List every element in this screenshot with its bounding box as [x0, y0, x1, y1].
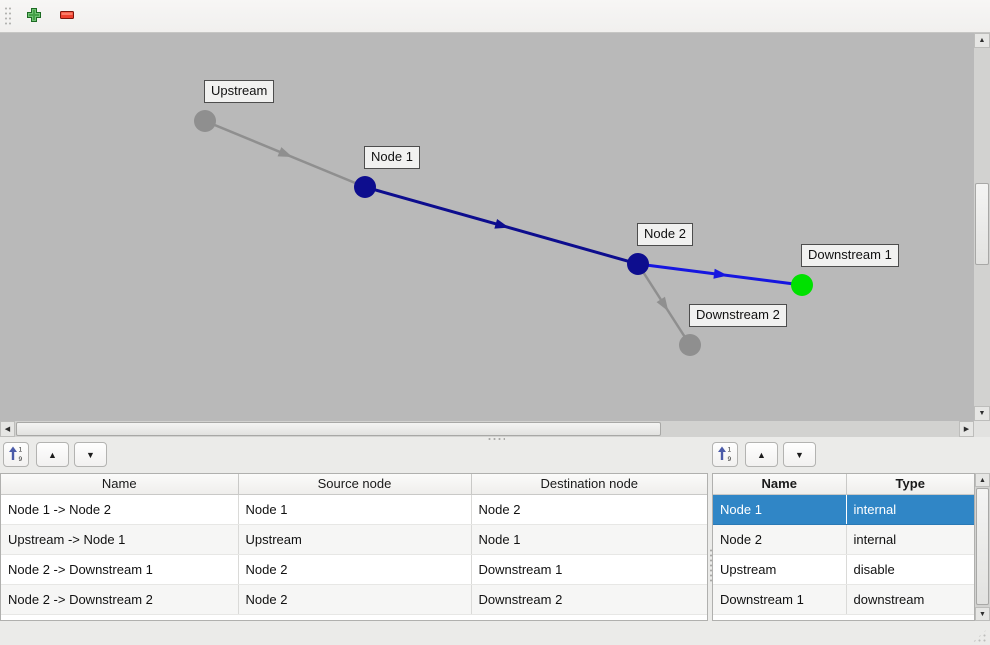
scroll-down-button[interactable]: ▼	[975, 607, 990, 621]
table-cell: internal	[846, 524, 974, 555]
edge-arrowhead	[656, 296, 669, 312]
scroll-right-button[interactable]: ▶	[959, 421, 974, 437]
column-header[interactable]: Destination node	[471, 474, 707, 495]
horizontal-scroll-thumb[interactable]	[16, 422, 661, 436]
table-cell: Downstream 1	[713, 584, 847, 615]
node-label-upstream[interactable]: Upstream	[204, 80, 275, 103]
node-node1[interactable]	[354, 176, 376, 198]
node-label-downstream2[interactable]: Downstream 2	[689, 304, 787, 327]
column-header[interactable]: Name	[1, 474, 239, 495]
node-upstream[interactable]	[194, 110, 216, 132]
table-cell: Node 2 -> Downstream 1	[1, 554, 239, 585]
down-arrow-icon: ▼	[795, 449, 804, 460]
edge-arrowhead	[277, 147, 293, 158]
node-label-node1[interactable]: Node 1	[364, 146, 420, 169]
move-node-up-button[interactable]: ▲	[745, 442, 778, 467]
node-node2[interactable]	[627, 253, 649, 275]
move-node-down-button[interactable]: ▼	[783, 442, 816, 467]
edge-arrowhead	[713, 268, 728, 279]
table-cell: Upstream	[713, 554, 847, 585]
svg-text:9: 9	[728, 456, 732, 462]
svg-text:9: 9	[19, 456, 23, 462]
scroll-down-button[interactable]: ▼	[974, 406, 990, 421]
table-cell: downstream	[846, 584, 974, 615]
table-cell: Upstream -> Node 1	[1, 524, 239, 555]
table-cell: internal	[846, 494, 974, 525]
table-cell: Upstream	[238, 524, 472, 555]
graph-svg	[194, 110, 813, 356]
table-cell: Node 1	[471, 524, 707, 555]
up-arrow-icon: ▲	[48, 449, 57, 460]
table-cell: Downstream 1	[471, 554, 707, 585]
horizontal-splitter-handle[interactable]	[487, 437, 505, 441]
svg-text:1: 1	[728, 446, 732, 453]
move-edge-up-button[interactable]: ▲	[36, 442, 69, 467]
table-cell: Node 2	[238, 584, 472, 615]
svg-text:1: 1	[19, 446, 23, 453]
vertical-scroll-thumb[interactable]	[975, 183, 989, 265]
canvas-horizontal-scrollbar[interactable]: ◀ ▶	[0, 421, 974, 437]
scroll-left-button[interactable]: ◀	[0, 421, 15, 437]
node-label-downstream1[interactable]: Downstream 1	[801, 244, 899, 267]
canvas-vertical-scrollbar[interactable]: ▲ ▼	[974, 33, 990, 421]
node-downstream2[interactable]	[679, 334, 701, 356]
table-cell: Node 2 -> Downstream 2	[1, 584, 239, 615]
scroll-up-button[interactable]: ▲	[975, 473, 990, 487]
node-downstream1[interactable]	[791, 274, 813, 296]
table-cell: Node 2	[471, 494, 707, 525]
edge-arrowhead	[494, 219, 510, 229]
panel-splitter-handle[interactable]	[709, 548, 713, 584]
scrollbar-corner	[974, 421, 990, 437]
toolbar-drag-handle[interactable]	[4, 6, 11, 26]
sort-edges-button[interactable]: 1 9	[3, 442, 29, 467]
table-cell: Downstream 2	[471, 584, 707, 615]
window-resize-grip[interactable]	[972, 628, 988, 643]
table-cell: disable	[846, 554, 974, 585]
vertical-scroll-thumb[interactable]	[976, 488, 989, 605]
plus-icon	[26, 7, 42, 26]
scroll-up-button[interactable]: ▲	[974, 33, 990, 48]
sort-nodes-button[interactable]: 1 9	[712, 442, 738, 467]
nodes-table-scrollbar[interactable]: ▲ ▼	[975, 473, 990, 621]
column-header[interactable]: Type	[846, 474, 974, 495]
sort-ascending-icon: 1 9	[8, 445, 24, 465]
node-label-node2[interactable]: Node 2	[637, 223, 693, 246]
minus-icon	[59, 7, 75, 26]
sort-ascending-icon: 1 9	[717, 445, 733, 465]
column-header[interactable]: Source node	[238, 474, 472, 495]
main-toolbar	[0, 0, 990, 33]
move-edge-down-button[interactable]: ▼	[74, 442, 107, 467]
down-arrow-icon: ▼	[86, 449, 95, 460]
nodes-panel-toolbar: 1 9 ▲ ▼	[712, 442, 816, 468]
remove-node-button[interactable]	[54, 3, 80, 29]
add-node-button[interactable]	[21, 3, 47, 29]
table-cell: Node 1 -> Node 2	[1, 494, 239, 525]
column-header[interactable]: Name	[713, 474, 847, 495]
up-arrow-icon: ▲	[757, 449, 766, 460]
edges-panel-toolbar: 1 9 ▲ ▼	[3, 442, 107, 468]
table-cell: Node 2	[713, 524, 847, 555]
table-cell: Node 1	[713, 494, 847, 525]
table-cell: Node 1	[238, 494, 472, 525]
table-cell: Node 2	[238, 554, 472, 585]
